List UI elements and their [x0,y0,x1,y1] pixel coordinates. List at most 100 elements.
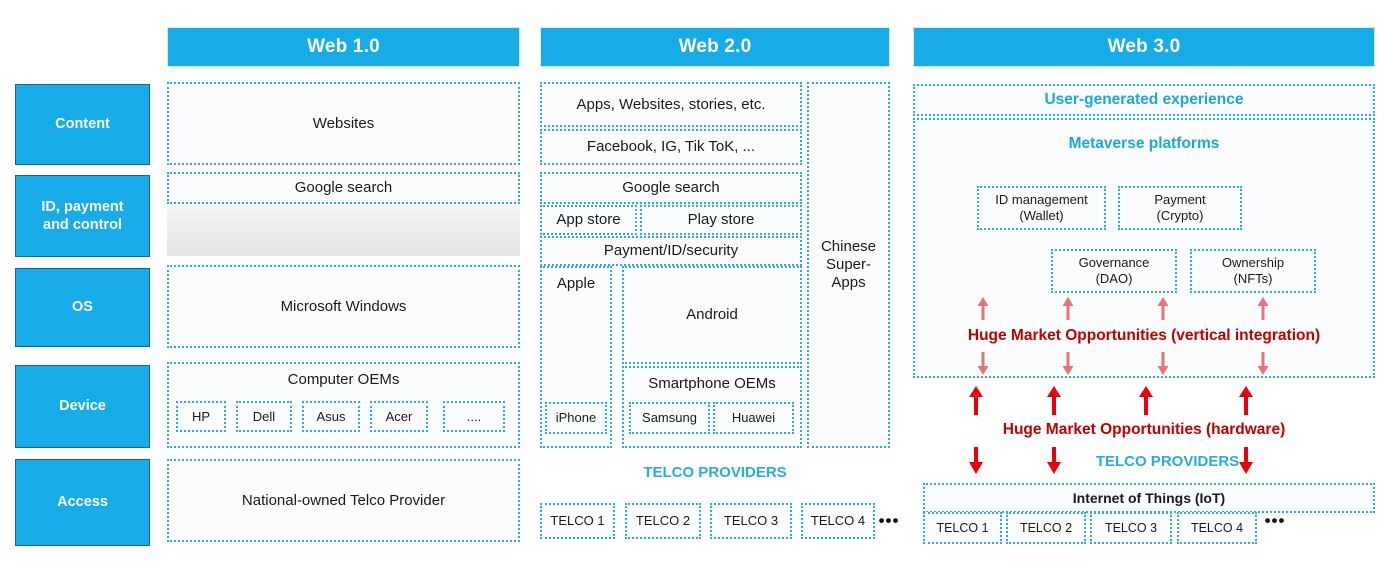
web2-play-store-box: Play store [640,205,802,235]
web2-telco-1-label: TELCO 1 [550,513,605,529]
row-label-content: Content [15,84,150,165]
arrow-up-icon [977,297,989,320]
web2-payment-box: Payment/ID/security [540,236,802,266]
web2-telco-heading-text: TELCO PROVIDERS [643,463,787,481]
web1-oem-acer: Acer [370,401,428,432]
web1-access-box: National-owned Telco Provider [167,459,520,542]
web2-google-search-box: Google search [540,172,802,204]
web2-telco-ellipsis-text: ••• [878,511,900,530]
web1-oem-asus-label: Asus [316,408,346,424]
arrow-down-icon [1157,352,1169,375]
web1-oem-hp: HP [176,401,226,432]
arrow-down-icon [1047,447,1061,474]
web3-ownership-box: Ownership (NFTs) [1190,249,1316,293]
web2-iphone-box: iPhone [545,402,607,434]
web1-id-payment-placeholder [167,206,520,256]
web2-telco-1: TELCO 1 [540,503,615,539]
column-header-web1: Web 1.0 [167,27,520,67]
arrow-up-icon [1047,386,1061,415]
web2-content-social-box: Facebook, IG, Tik ToK, ... [540,129,802,165]
arrow-down-icon [1062,352,1074,375]
web2-smartphone-oems-label: Smartphone OEMs [648,375,776,392]
web3-id-management-line2: (Wallet) [1019,208,1064,223]
web2-iphone-label: iPhone [555,410,597,426]
web2-android-box: Android [622,266,802,364]
arrow-up-icon [969,386,983,415]
web2-telco-2: TELCO 2 [625,503,701,539]
web2-app-store-label: App store [556,211,621,228]
web1-oem-more: .... [443,401,505,432]
arrow-up-icon [1257,297,1269,320]
web3-telco-1-label: TELCO 1 [936,520,989,535]
web3-telco-3: TELCO 3 [1090,512,1172,544]
web2-google-search-label: Google search [622,179,720,196]
web3-user-generated-box: User-generated experience [913,84,1375,116]
web3-opportunity-vertical-text: Huge Market Opportunities (vertical inte… [913,325,1375,347]
web3-ownership-line2: (NFTs) [1233,271,1273,286]
web3-telco-3-label: TELCO 3 [1104,520,1158,535]
column-header-web2-label: Web 2.0 [678,36,752,57]
row-label-id-payment-line1: ID, payment [41,198,124,215]
row-label-os: OS [15,268,150,347]
row-label-os-text: OS [72,299,93,316]
web2-chinese-super-apps-line1: Chinese [820,238,877,255]
web3-telco-4-label: TELCO 4 [1190,520,1244,535]
arrow-up-icon [1157,297,1169,320]
web1-os-box: Microsoft Windows [167,265,520,348]
web2-huawei-box: Huawei [713,402,794,434]
row-label-access-text: Access [57,494,108,511]
web2-chinese-super-apps-line2: Super- [825,256,871,273]
web3-telco-heading: TELCO PROVIDERS [1075,450,1260,472]
web3-iot-label: Internet of Things (IoT) [1072,489,1226,506]
web1-oem-hp-label: HP [191,408,211,424]
web1-content-label: Websites [312,114,375,132]
row-label-content-text: Content [55,116,110,133]
web2-content-apps-label: Apps, Websites, stories, etc. [576,95,766,113]
web2-android-label: Android [686,306,738,323]
web3-governance-line2: (DAO) [1095,271,1133,286]
web3-metaverse-box: Metaverse platforms [913,118,1375,378]
web2-play-store-label: Play store [687,211,755,228]
web1-access-label: National-owned Telco Provider [241,491,446,509]
column-header-web3: Web 3.0 [913,27,1375,67]
arrow-down-icon [1239,447,1253,474]
arrow-down-icon [969,447,983,474]
column-header-web1-label: Web 1.0 [307,36,380,57]
web2-telco-ellipsis: ••• [876,508,902,534]
web1-oem-asus: Asus [302,401,360,432]
web3-payment-box: Payment (Crypto) [1118,186,1242,230]
web2-apple-label: Apple [556,275,596,292]
arrow-down-icon [977,352,989,375]
row-label-id-payment-line2: and control [43,217,122,233]
web3-governance-line1: Governance [1078,255,1150,271]
web3-telco-2-label: TELCO 2 [1019,520,1073,535]
web3-telco-ellipsis-text: ••• [1264,511,1286,530]
web3-telco-1: TELCO 1 [923,512,1002,544]
web3-user-generated-label: User-generated experience [1044,90,1244,108]
arrow-up-icon [1239,386,1253,415]
web2-telco-heading: TELCO PROVIDERS [540,462,890,482]
web2-telco-3-label: TELCO 3 [723,513,779,529]
web3-payment-line2: (Crypto) [1156,208,1204,223]
web2-payment-label: Payment/ID/security [603,242,739,259]
web3-telco-ellipsis: ••• [1262,508,1288,534]
web2-telco-3: TELCO 3 [710,503,792,539]
web2-samsung-box: Samsung [629,402,710,434]
row-label-access: Access [15,459,150,546]
web2-huawei-label: Huawei [731,410,776,426]
web2-chinese-super-apps-box: Chinese Super- Apps [807,82,890,448]
web2-chinese-super-apps-line3: Apps [831,274,866,291]
web3-telco-heading-text: TELCO PROVIDERS [1095,452,1240,470]
web2-telco-2-label: TELCO 2 [635,513,691,529]
web1-google-search-box: Google search [167,172,520,204]
web1-os-label: Microsoft Windows [280,297,407,315]
web1-oem-acer-label: Acer [385,408,413,424]
arrow-up-icon [1139,386,1153,415]
row-label-device: Device [15,365,150,448]
column-header-web2: Web 2.0 [540,27,890,67]
web1-device-title: Computer OEMs [287,371,400,388]
web3-id-management-line1: ID management [995,192,1088,208]
web1-content-box: Websites [167,82,520,165]
web2-app-store-box: App store [540,205,637,235]
